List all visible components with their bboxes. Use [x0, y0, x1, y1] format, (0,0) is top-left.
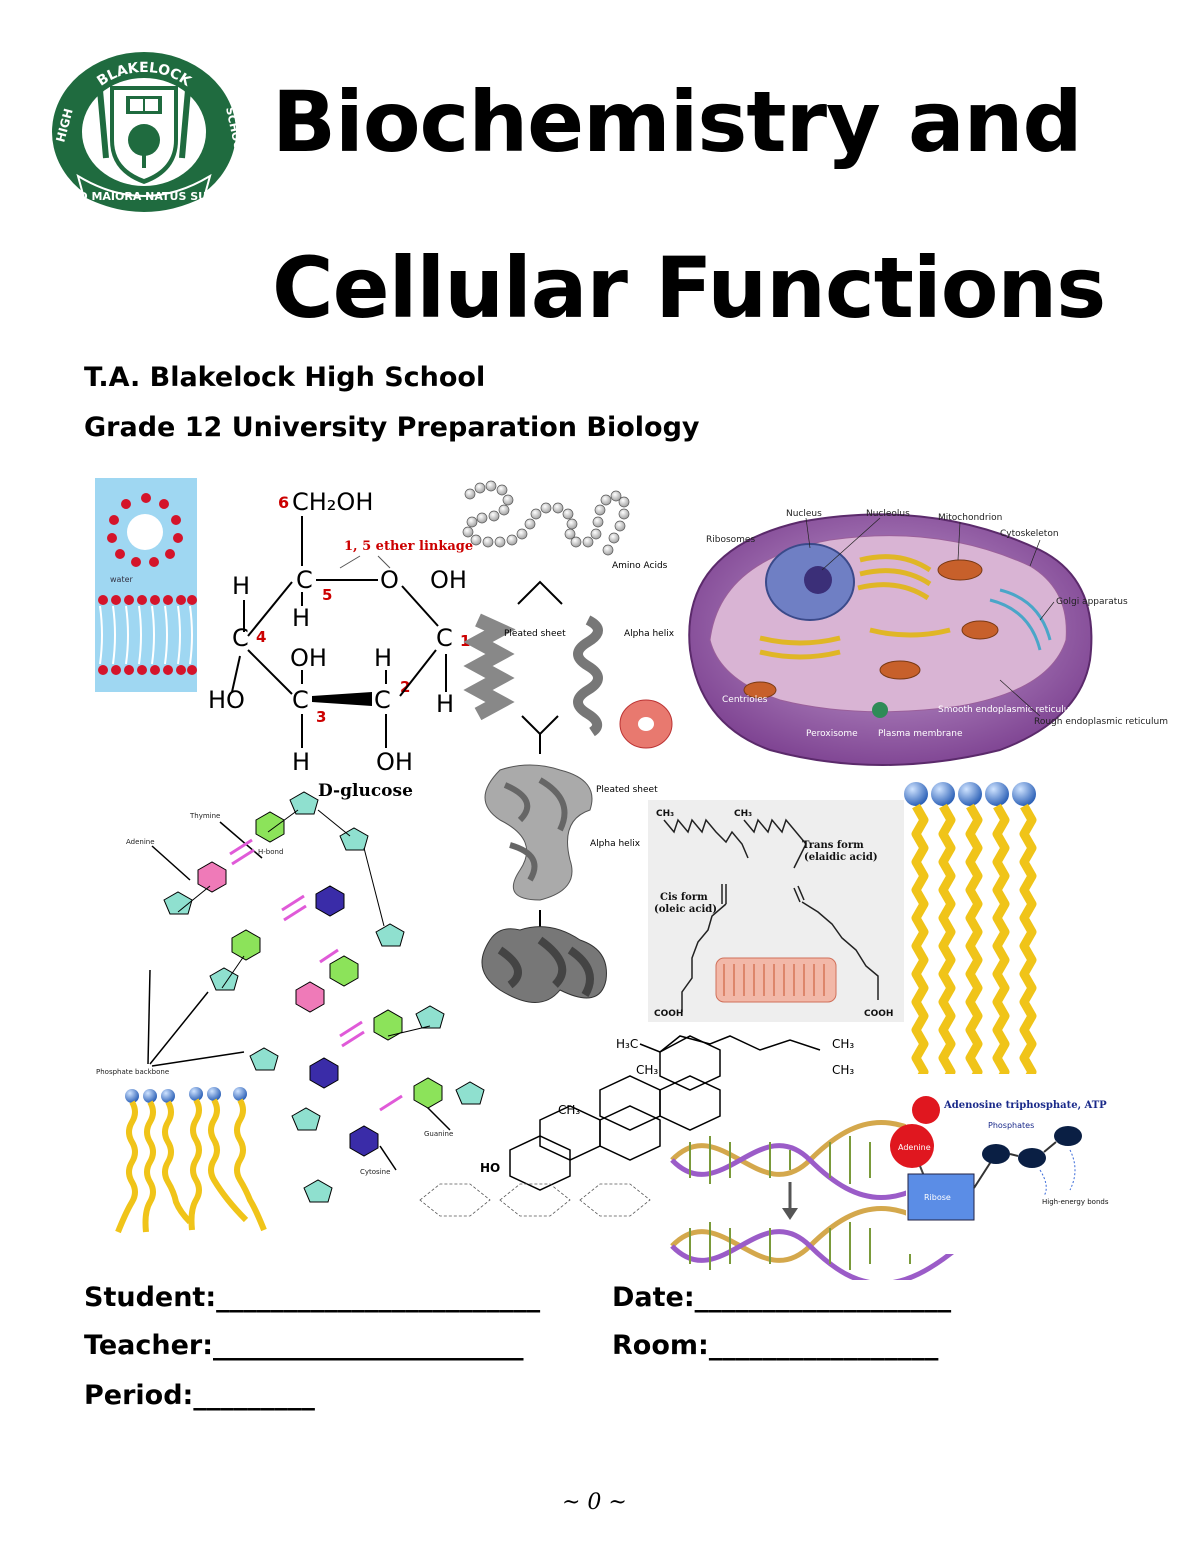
ether-linkage-label: 1, 5 ether linkage	[344, 539, 473, 554]
steroid-and-sugar-structures: H₃C CH₃ CH₃ CH₃ CH₃ HO	[419, 1035, 854, 1217]
atp-phosphates-label: Phosphates	[988, 1121, 1034, 1130]
title-line-1: Biochemistry and	[272, 73, 1083, 171]
svg-text:CH₃: CH₃	[656, 809, 674, 819]
svg-text:CH₃: CH₃	[832, 1063, 854, 1077]
svg-text:6: 6	[278, 493, 289, 512]
cell-label-plasma-membrane: Plasma membrane	[878, 729, 963, 739]
room-line[interactable]: _________________	[708, 1330, 939, 1361]
svg-text:3: 3	[316, 708, 326, 726]
student-line[interactable]: ________________________	[216, 1282, 541, 1313]
svg-text:H: H	[292, 604, 310, 632]
water-label: water	[110, 575, 134, 584]
date-field[interactable]: Date:___________________	[612, 1282, 951, 1313]
svg-text:OH: OH	[376, 748, 413, 776]
period-label: Period:	[84, 1380, 194, 1411]
animal-cell-diagram: Nucleus Nucleolus Mitochondrion Cytoskel…	[688, 509, 1168, 766]
protein-structure-figure: Amino Acids Pleated sheet Alpha helix Pl…	[462, 480, 675, 1003]
pleated-sheet-label: Pleated sheet	[504, 629, 566, 639]
svg-text:C: C	[232, 624, 249, 652]
cell-label-centrioles: Centrioles	[722, 695, 768, 705]
svg-text:CH₃: CH₃	[832, 1037, 854, 1051]
svg-text:H: H	[436, 690, 454, 718]
glucose-ch2oh: CH₂OH	[292, 488, 373, 516]
phospholipid-tails-right	[904, 782, 1037, 1089]
adenine-label: Adenine	[126, 838, 155, 846]
cell-label-rough-er: Rough endoplasmic reticulum	[1034, 717, 1168, 727]
d-glucose-structure: 6 CH₂OH 1, 5 ether linkage H C O OH 5 H …	[208, 488, 473, 801]
course-name: Grade 12 University Preparation Biology	[84, 412, 700, 443]
svg-text:OH: OH	[290, 644, 327, 672]
title-line-2: Cellular Functions	[272, 239, 1106, 337]
page-number: ~ 0 ~	[562, 1490, 627, 1515]
cell-label-cytoskeleton: Cytoskeleton	[1000, 529, 1059, 539]
svg-text:CH₃: CH₃	[558, 1103, 580, 1117]
trans-form-title: Trans form	[802, 840, 864, 851]
teacher-line[interactable]: _______________________	[213, 1330, 524, 1361]
svg-text:H: H	[232, 572, 250, 600]
biochemistry-collage: water 6 CH₂OH 1, 5 ether linkage H C O O…	[0, 470, 1200, 1286]
cis-trans-fatty-acid-figure: CH₃ CH₃ Trans form (elaidic acid) Cis fo…	[648, 800, 904, 1022]
cell-label-smooth-er: Smooth endoplasmic reticulum	[938, 705, 1078, 715]
svg-text:C: C	[292, 686, 309, 714]
atp-molecule-diagram: Adenosine triphosphate, ATP Adenine Ribo…	[890, 1074, 1136, 1254]
atp-adenine-label: Adenine	[898, 1143, 931, 1152]
atp-title: Adenosine triphosphate, ATP	[943, 1100, 1107, 1111]
cell-label-peroxisome: Peroxisome	[806, 729, 858, 739]
svg-text:C: C	[436, 624, 453, 652]
room-label: Room:	[612, 1330, 709, 1361]
svg-text:2: 2	[400, 678, 410, 696]
svg-text:C: C	[374, 686, 391, 714]
svg-text:O: O	[380, 566, 399, 594]
svg-text:H₃C: H₃C	[616, 1037, 638, 1051]
svg-text:C: C	[296, 566, 313, 594]
thymine-label: Thymine	[189, 812, 220, 820]
cell-label-nucleolus: Nucleolus	[866, 509, 910, 519]
phosphate-backbone-label: Phosphate backbone	[96, 1068, 169, 1076]
student-field[interactable]: Student:________________________	[84, 1282, 540, 1313]
teacher-label: Teacher:	[84, 1330, 214, 1361]
svg-text:H: H	[292, 748, 310, 776]
teacher-field[interactable]: Teacher:_______________________	[84, 1330, 524, 1361]
date-line[interactable]: ___________________	[694, 1282, 952, 1313]
cis-form-subtitle: (oleic acid)	[654, 904, 717, 915]
atp-ribose-label: Ribose	[924, 1193, 951, 1202]
crest-motto: AD MAIORA NATUS SUM	[70, 190, 218, 203]
cell-label-golgi: Golgi apparatus	[1056, 597, 1128, 607]
hbond-label: H-bond	[258, 848, 283, 856]
phospholipid-tails-left	[115, 1087, 267, 1234]
school-name: T.A. Blakelock High School	[84, 362, 486, 393]
pleated-sheet-label-2: Pleated sheet	[596, 785, 658, 795]
room-field[interactable]: Room:_________________	[612, 1330, 938, 1361]
svg-text:COOH: COOH	[864, 1009, 893, 1019]
svg-text:5: 5	[322, 586, 332, 604]
trans-form-subtitle: (elaidic acid)	[804, 852, 878, 863]
svg-text:HO: HO	[208, 686, 245, 714]
svg-text:CH₃: CH₃	[734, 809, 752, 819]
cell-label-mitochondrion: Mitochondrion	[938, 513, 1002, 523]
cell-label-nucleus: Nucleus	[786, 509, 822, 519]
svg-text:HO: HO	[480, 1161, 500, 1175]
student-label: Student:	[84, 1282, 217, 1313]
cell-label-ribosomes: Ribosomes	[706, 535, 755, 545]
alpha-helix-label-2: Alpha helix	[590, 839, 641, 849]
period-line[interactable]: _________	[193, 1380, 315, 1411]
cis-form-title: Cis form	[660, 892, 708, 903]
svg-text:CH₃: CH₃	[636, 1063, 658, 1077]
amino-acids-label: Amino Acids	[612, 561, 668, 571]
glucose-name: D-glucose	[318, 781, 413, 801]
svg-text:4: 4	[256, 628, 266, 646]
school-crest: BLAKELOCK HIGH SCHOOL AD MAIORA NATUS SU…	[48, 48, 246, 216]
svg-text:H: H	[374, 644, 392, 672]
atp-bonds-label: High-energy bonds	[1042, 1198, 1109, 1206]
svg-text:OH: OH	[430, 566, 467, 594]
svg-text:COOH: COOH	[654, 1009, 683, 1019]
date-label: Date:	[612, 1282, 695, 1313]
guanine-label: Guanine	[424, 1130, 453, 1138]
dna-double-helix-structure: Thymine Adenine Guanine Cytosine Phospha…	[96, 791, 485, 1203]
period-field[interactable]: Period:_________	[84, 1380, 315, 1411]
cytosine-label: Cytosine	[360, 1168, 390, 1176]
micelle-bilayer-figure: water	[95, 478, 197, 692]
alpha-helix-label: Alpha helix	[624, 629, 675, 639]
